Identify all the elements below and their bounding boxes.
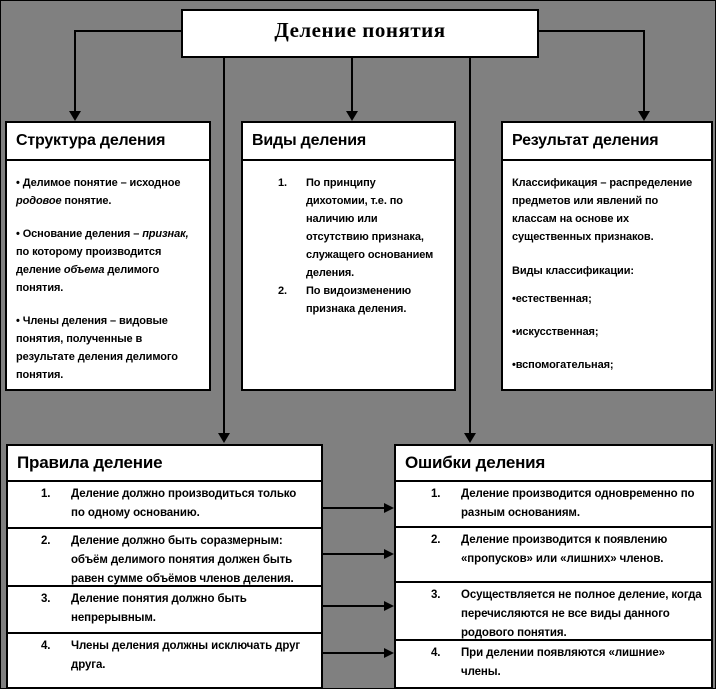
arrowhead-structure bbox=[69, 111, 81, 121]
item-text: Деление должно производиться только по о… bbox=[71, 488, 297, 519]
kinds-item-2: 2. По видоизменению признака деления. bbox=[252, 282, 445, 318]
rules-table: Правила деление 1. Деление должно произв… bbox=[6, 444, 323, 688]
structure-bullet-3: • Члены деления – видовые понятия, получ… bbox=[16, 312, 200, 384]
structure-header-label: Структура деления bbox=[16, 132, 166, 149]
result-bullet-2: •искусственная; bbox=[512, 326, 599, 338]
errors-row-2: 2. Деление производится к появлению «про… bbox=[396, 526, 711, 581]
item-text: По принципу дихотомии, т.е. по наличию и… bbox=[306, 177, 434, 279]
structure-bullet-2: • Основание деления – признак, по которо… bbox=[16, 225, 200, 297]
structure-bullet-1: • Делимое понятие – исходное родовое пон… bbox=[16, 174, 200, 210]
errors-row-3: 3. Осуществляется не полное деление, ког… bbox=[396, 581, 711, 639]
arrow-shaft bbox=[323, 507, 385, 509]
item-number: 3. bbox=[41, 593, 51, 605]
arrowhead-right-icon bbox=[384, 503, 394, 513]
arrowhead-right-icon bbox=[384, 601, 394, 611]
text-run-italic: родовое bbox=[16, 195, 62, 207]
errors-table: Ошибки деления 1. Деление производится о… bbox=[394, 444, 713, 688]
title-box: Деление понятия bbox=[181, 9, 539, 58]
item-number: 4. bbox=[431, 647, 441, 659]
arrow-shaft bbox=[323, 553, 385, 555]
text-run-italic: объема bbox=[63, 264, 105, 276]
item-text: Деление производится одновременно по раз… bbox=[461, 488, 695, 519]
errors-row-4: 4. При делении появляются «лишние» члены… bbox=[396, 639, 711, 687]
arrowhead-errors bbox=[464, 433, 476, 443]
result-kinds-label: Виды классификации: bbox=[512, 265, 634, 277]
item-text: Члены деления должны исключать друг друг… bbox=[71, 640, 301, 671]
connector-vline-errors bbox=[469, 58, 471, 434]
item-number: 2. bbox=[431, 534, 441, 546]
rules-header: Правила деление bbox=[8, 446, 321, 482]
text-run-italic: признак, bbox=[142, 228, 189, 240]
item-number: 1. bbox=[278, 177, 287, 189]
item-number: 2. bbox=[41, 535, 51, 547]
connector-vline-result bbox=[643, 30, 645, 112]
result-body: Классификация – распределение предметов … bbox=[501, 159, 713, 391]
rules-row-2: 2. Деление должно быть соразмерным: объё… bbox=[8, 527, 321, 585]
result-definition: Классификация – распределение предметов … bbox=[512, 177, 693, 243]
rules-to-errors-arrow-2 bbox=[323, 549, 394, 559]
kinds-header-label: Виды деления bbox=[252, 132, 366, 149]
item-text: Деление понятия должно быть непрерывным. bbox=[71, 593, 247, 624]
connector-vline-kinds bbox=[351, 58, 353, 112]
item-text: Деление должно быть соразмерным: объём д… bbox=[71, 535, 294, 585]
text-run: понятие. bbox=[61, 195, 112, 207]
result-bullet-3: •вспомогательная; bbox=[512, 359, 614, 371]
item-text: При делении появляются «лишние» члены. bbox=[461, 647, 665, 678]
arrowhead-kinds bbox=[346, 111, 358, 121]
connector-hline-left bbox=[74, 30, 182, 32]
arrow-shaft bbox=[323, 605, 385, 607]
rules-row-3: 3. Деление понятия должно быть непрерывн… bbox=[8, 585, 321, 632]
arrowhead-right-icon bbox=[384, 549, 394, 559]
errors-header: Ошибки деления bbox=[396, 446, 711, 482]
kinds-item-1: 1. По принципу дихотомии, т.е. по наличи… bbox=[252, 174, 445, 282]
diagram-title: Деление понятия bbox=[274, 18, 446, 42]
rules-row-4: 4. Члены деления должны исключать друг д… bbox=[8, 632, 321, 687]
arrowhead-rules bbox=[218, 433, 230, 443]
arrow-shaft bbox=[323, 652, 385, 654]
text-run: делимого понятия. bbox=[16, 264, 160, 294]
rules-to-errors-arrow-4 bbox=[323, 648, 394, 658]
item-text: По видоизменению признака деления. bbox=[306, 285, 412, 315]
rules-row-1: 1. Деление должно производиться только п… bbox=[8, 482, 321, 527]
structure-body: • Делимое понятие – исходное родовое пон… bbox=[5, 159, 211, 391]
errors-row-1: 1. Деление производится одновременно по … bbox=[396, 482, 711, 526]
connector-hline-right bbox=[538, 30, 644, 32]
item-number: 1. bbox=[431, 488, 441, 500]
text-run: • Делимое понятие – исходное bbox=[16, 177, 181, 189]
arrowhead-result bbox=[638, 111, 650, 121]
text-run: • Основание деления – bbox=[16, 228, 143, 240]
item-text: Осуществляется не полное деление, когда … bbox=[461, 589, 702, 639]
item-number: 2. bbox=[278, 285, 287, 297]
arrowhead-right-icon bbox=[384, 648, 394, 658]
result-bullet-1: •естественная; bbox=[512, 293, 592, 305]
text-run: по которому производится деление bbox=[16, 246, 162, 276]
structure-header: Структура деления bbox=[5, 121, 211, 161]
kinds-header: Виды деления bbox=[241, 121, 456, 161]
rules-header-label: Правила деление bbox=[17, 453, 163, 472]
item-number: 4. bbox=[41, 640, 51, 652]
result-header: Результат деления bbox=[501, 121, 713, 161]
item-number: 1. bbox=[41, 488, 51, 500]
result-header-label: Результат деления bbox=[512, 132, 659, 149]
item-number: 3. bbox=[431, 589, 441, 601]
connector-vline-structure bbox=[74, 30, 76, 112]
connector-vline-rules bbox=[223, 58, 225, 434]
rules-to-errors-arrow-1 bbox=[323, 503, 394, 513]
rules-to-errors-arrow-3 bbox=[323, 601, 394, 611]
item-text: Деление производится к появлению «пропус… bbox=[461, 534, 668, 565]
kinds-body: 1. По принципу дихотомии, т.е. по наличи… bbox=[241, 159, 456, 391]
text-run: • Члены деления – видовые понятия, получ… bbox=[16, 315, 178, 381]
errors-header-label: Ошибки деления bbox=[405, 453, 546, 472]
